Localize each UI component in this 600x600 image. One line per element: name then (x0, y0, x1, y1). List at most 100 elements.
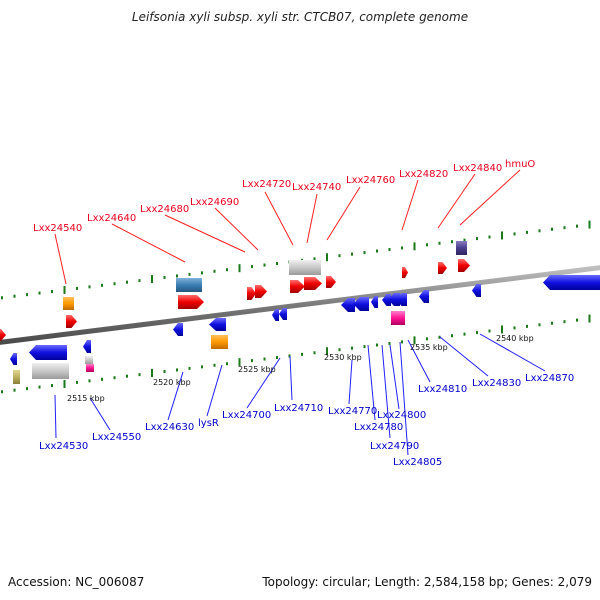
callout-lines (54, 169, 546, 456)
gene-arrow-reverse (29, 345, 67, 360)
gene-arrow-forward (304, 277, 322, 290)
gene-arrow-forward (290, 280, 305, 293)
gene-label[interactable]: Lxx24770 (328, 406, 377, 417)
scale-label: 2535 kbp (410, 343, 448, 352)
gene-label[interactable]: Lxx24690 (190, 197, 239, 208)
callout-line (54, 394, 57, 439)
gene-box (85, 356, 93, 364)
gene-label[interactable]: Lxx24780 (354, 422, 403, 433)
callout-line (459, 169, 521, 226)
gene-box (13, 370, 20, 384)
gene-label[interactable]: Lxx24800 (377, 410, 426, 421)
gene-label[interactable]: Lxx24870 (525, 373, 574, 384)
scale-label: 2520 kbp (153, 378, 191, 387)
gene-box (391, 311, 405, 325)
callout-line (437, 173, 476, 229)
callout-line (439, 336, 489, 377)
gene-arrow-reverse (472, 284, 481, 297)
scale-labels: 2515 kbp 2520 kbp 2525 kbp 2530 kbp 2535… (67, 334, 534, 403)
gene-arrow-reverse (83, 340, 91, 353)
accession-text: Accession: NC_006087 (8, 575, 145, 589)
gene-arrow-reverse (272, 309, 279, 321)
gene-label[interactable]: hmuO (505, 159, 535, 170)
gene-arrow-reverse (382, 294, 391, 306)
gene-label[interactable]: Lxx24540 (33, 223, 82, 234)
callout-line (348, 359, 353, 405)
gene-arrow-forward (66, 315, 77, 328)
callout-line (111, 223, 186, 263)
callout-line (206, 364, 223, 417)
callout-line (381, 344, 391, 439)
gene-arrow-reverse (341, 298, 355, 312)
gene-arrow-forward (0, 329, 6, 341)
gene-label[interactable]: Lxx24830 (472, 378, 521, 389)
gene-arrow-forward (255, 285, 267, 298)
callout-line (246, 357, 281, 409)
gene-label[interactable]: Lxx24840 (453, 163, 502, 174)
tick-tracks (1, 220, 591, 394)
gene-arrow-reverse (388, 293, 400, 306)
gene-arrow-reverse (353, 297, 369, 311)
gene-arrow-forward (458, 259, 470, 272)
gene-arrow-forward (247, 287, 256, 300)
gene-label[interactable]: Lxx24810 (418, 384, 467, 395)
forward-gene-labels: Lxx24540 Lxx24640 Lxx24680 Lxx24690 Lxx2… (33, 159, 535, 234)
gene-box (211, 335, 228, 349)
gene-box (289, 260, 321, 275)
map-title: Leifsonia xyli subsp. xyli str. CTCB07, … (131, 10, 469, 24)
gene-arrow-reverse (10, 353, 17, 365)
callout-line (407, 339, 431, 383)
gene-label[interactable]: Lxx24680 (140, 204, 189, 215)
gene-label[interactable]: lysR (198, 418, 219, 429)
gene-box (456, 241, 467, 255)
gene-arrow-reverse (371, 296, 378, 308)
scale-label: 2530 kbp (324, 353, 362, 362)
gene-label[interactable]: Lxx24820 (399, 169, 448, 180)
gene-arrow-forward (402, 267, 408, 278)
gene-arrow-reverse (396, 293, 407, 306)
gene-label[interactable]: Lxx24760 (346, 175, 395, 186)
gene-label[interactable]: Lxx24710 (274, 403, 323, 414)
genome-backbone (0, 265, 600, 345)
scale-label: 2525 kbp (238, 365, 276, 374)
gene-label[interactable]: Lxx24630 (145, 422, 194, 433)
gene-box (63, 297, 74, 310)
gene-arrow-reverse (543, 275, 600, 290)
gene-box (86, 364, 94, 372)
gene-label[interactable]: Lxx24550 (92, 432, 141, 443)
scale-label: 2540 kbp (496, 334, 534, 343)
gene-arrow-reverse (209, 318, 226, 331)
gene-label[interactable]: Lxx24640 (87, 213, 136, 224)
reverse-gene-labels: Lxx24530 Lxx24550 Lxx24630 lysR Lxx24700… (39, 373, 574, 468)
callout-line (54, 233, 67, 285)
scale-label: 2515 kbp (67, 394, 105, 403)
callout-line (214, 207, 259, 251)
gene-label[interactable]: Lxx24700 (222, 410, 271, 421)
callout-line (389, 344, 400, 410)
gene-label[interactable]: Lxx24720 (242, 179, 291, 190)
callout-line (167, 371, 184, 421)
gene-arrow-forward (438, 262, 447, 274)
callout-line (401, 179, 419, 231)
gene-arrow-forward (178, 295, 204, 309)
gene-label[interactable]: Lxx24805 (393, 457, 442, 468)
callout-line (479, 333, 546, 372)
gene-arrow-reverse (173, 323, 183, 336)
gene-label[interactable]: Lxx24740 (292, 182, 341, 193)
gene-label[interactable]: Lxx24530 (39, 441, 88, 452)
callout-line (164, 214, 246, 253)
gene-arrow-reverse (419, 290, 429, 303)
callout-line (264, 191, 294, 246)
gene-box (176, 278, 202, 292)
callout-line (399, 341, 409, 456)
callout-line (326, 186, 361, 241)
gene-label[interactable]: Lxx24790 (370, 441, 419, 452)
gene-arrow-reverse (279, 308, 287, 320)
callout-line (367, 344, 376, 421)
gene-box (32, 363, 69, 379)
callout-line (89, 397, 111, 431)
callout-line (289, 355, 293, 401)
genome-summary-text: Topology: circular; Length: 2,584,158 bp… (262, 575, 592, 589)
